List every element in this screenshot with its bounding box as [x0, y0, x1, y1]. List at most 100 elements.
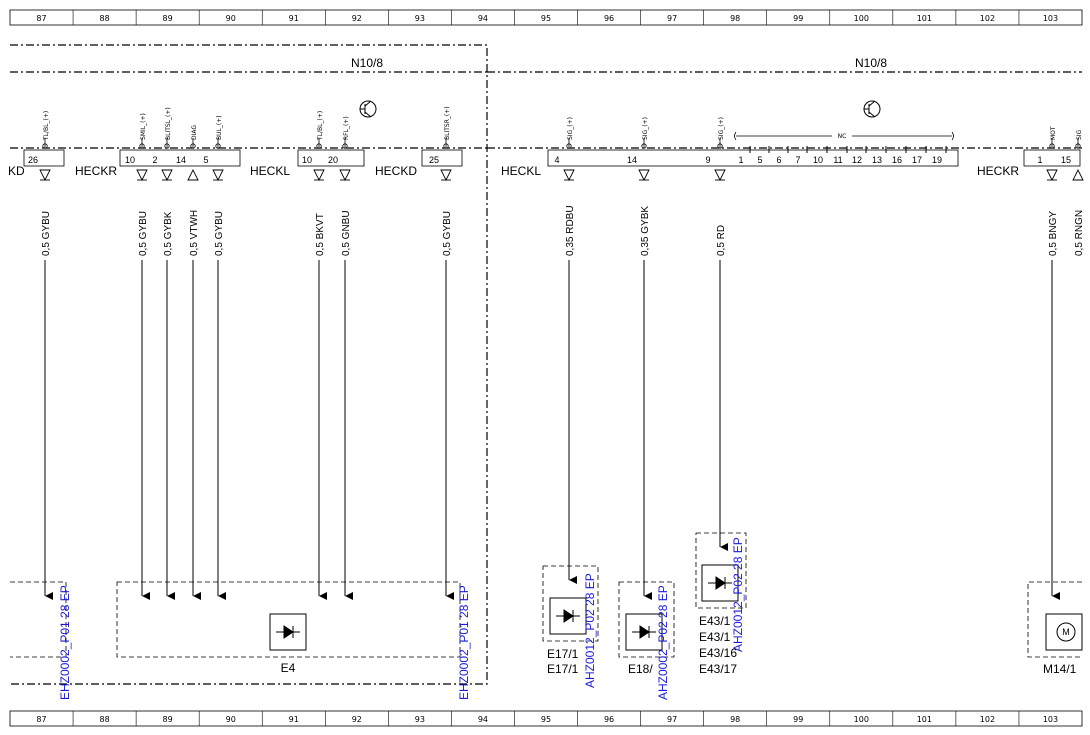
component-label-e18: E18/ [628, 662, 653, 676]
wire-spec: 0,5 BNGY [1048, 211, 1059, 256]
ruler-number: 101 [917, 715, 932, 724]
module-frame-left [10, 44, 488, 685]
ruler-number: 89 [163, 715, 173, 724]
ref-link[interactable]: AHZ0012_P02 28 EP [731, 537, 745, 652]
pin-number: 10 [302, 155, 312, 165]
ruler-number: 89 [163, 14, 173, 23]
connector-label-heckr-right: HECKR [977, 164, 1019, 178]
led-icon [269, 613, 307, 651]
component-box-e4 [116, 581, 461, 658]
wire-spec: 0,5 GYBU [442, 211, 453, 256]
ruler-number: 94 [478, 14, 488, 23]
nc-label: NC [838, 133, 847, 140]
pin-number: 14 [627, 155, 637, 165]
connector-label-heckl: HECKL [250, 164, 290, 178]
nc-pin-number: 10 [813, 155, 823, 165]
signal-column: SIG_(+) 9 0,5 RD [705, 117, 728, 551]
ruler-number: 99 [793, 715, 803, 724]
pin-number: 1 [1037, 155, 1042, 165]
top-ruler [9, 9, 1083, 26]
ruler-number: 97 [667, 715, 677, 724]
signal-column: RFL_(+)200,5 GNBU [328, 116, 353, 600]
ruler-number: 92 [352, 14, 362, 23]
ruler-number: 87 [36, 715, 46, 724]
signal-column: SMIL_(+)100,5 GYBU [125, 113, 150, 600]
wire-spec: 0,35 RDBU [565, 205, 576, 256]
connector-label-heckd: HECKD [375, 164, 417, 178]
ruler-number: 95 [541, 715, 551, 724]
ruler-number: 94 [478, 715, 488, 724]
ruler-number: 103 [1043, 715, 1058, 724]
signal-column: BLITSL_(+)20,5 GYBK [152, 107, 175, 600]
wire-spec: 0,5 RD [716, 225, 727, 256]
component-label-e43: E43/1 [699, 630, 731, 644]
pin-number: 15 [1061, 155, 1071, 165]
ruler-number: 101 [917, 14, 932, 23]
signal-name: MOT [1050, 126, 1057, 140]
ref-link[interactable]: EHZ0002_P01 28 EP [58, 585, 72, 700]
pin-number: 2 [152, 155, 157, 165]
ref-link[interactable]: AHZ0012_P02 28 EP [583, 573, 597, 688]
module-label-left: N10/8 [351, 56, 383, 70]
ruler-number: 90 [226, 715, 236, 724]
wire-spec: 0,35 GYBK [640, 206, 651, 256]
ruler-number: 99 [793, 14, 803, 23]
connector-arrow [187, 168, 199, 181]
component-label-e43: E43/16 [699, 646, 737, 660]
component-box-e17 [542, 565, 599, 642]
pin-number: 9 [705, 155, 710, 165]
wire-spec: 0,5 GYBU [41, 211, 52, 256]
nc-pin-number: 11 [833, 155, 842, 165]
ruler-number: 102 [980, 14, 995, 23]
component-box-m14 [1027, 581, 1082, 658]
transistor-icon [359, 100, 377, 118]
signal-column: BLITSR_(+)250,5 GYBU [429, 106, 454, 600]
ruler-number: 98 [730, 715, 740, 724]
bottom-ruler [9, 710, 1083, 727]
ruler-number: 93 [415, 715, 425, 724]
pin-number: 26 [28, 155, 38, 165]
ruler-number: 90 [226, 14, 236, 23]
ref-link[interactable]: EHZ0002_P01 28 EP [457, 585, 471, 700]
nc-pin-number: 5 [757, 155, 762, 165]
signal-name: SIG_(+) [642, 117, 649, 140]
signal-name: SIG_(+) [567, 117, 574, 140]
signal-column: BUL_(+)50,5 GYBU [203, 115, 226, 600]
led-icon [625, 613, 663, 651]
ruler-number: 96 [604, 715, 614, 724]
led-icon [701, 564, 739, 602]
ruler-number: 100 [854, 14, 869, 23]
ruler-number: 87 [36, 14, 46, 23]
connector-arrow [1046, 169, 1058, 182]
ruler-number: 103 [1043, 14, 1058, 23]
signal-name: SIG_(+) [718, 117, 725, 140]
led-icon [549, 597, 587, 635]
component-box-e18 [618, 581, 675, 658]
wire-spec: 0,5 BKVT [315, 213, 326, 256]
ruler-number: 96 [604, 14, 614, 23]
wire-spec: 0,5 GYBU [138, 211, 149, 256]
ruler-number: 100 [854, 715, 869, 724]
signal-column: MOT 1 0,5 BNGY [1037, 126, 1060, 600]
signal-name: SIG [1076, 129, 1083, 140]
pin-number: 5 [203, 155, 208, 165]
signal-name: BUL_(+) [216, 115, 223, 140]
motor-icon [1045, 613, 1083, 651]
module-frame-right [487, 71, 1082, 149]
connector-label-kd: KD [8, 164, 25, 178]
nc-pin-number: 13 [872, 155, 882, 165]
signal-name: TL/BL_(+) [317, 111, 324, 141]
nc-bracket [734, 131, 954, 141]
connector-label-heckr: HECKR [75, 164, 117, 178]
connector-arrow [563, 169, 575, 182]
ref-link[interactable]: AHZ0002_P02 28 EP [656, 585, 670, 700]
signal-name: TL/BL_(+) [43, 111, 50, 141]
component-label-e17: E17/1 [547, 662, 579, 676]
wire-spec: 0,5 RNGN [1074, 210, 1085, 256]
signal-column: SIG 15 0,5 RNGN [1061, 129, 1085, 256]
module-label-right: N10/8 [855, 56, 887, 70]
connector-arrow [440, 169, 452, 182]
signal-name: BLITSR_(+) [444, 106, 451, 140]
ruler-number: 98 [730, 14, 740, 23]
